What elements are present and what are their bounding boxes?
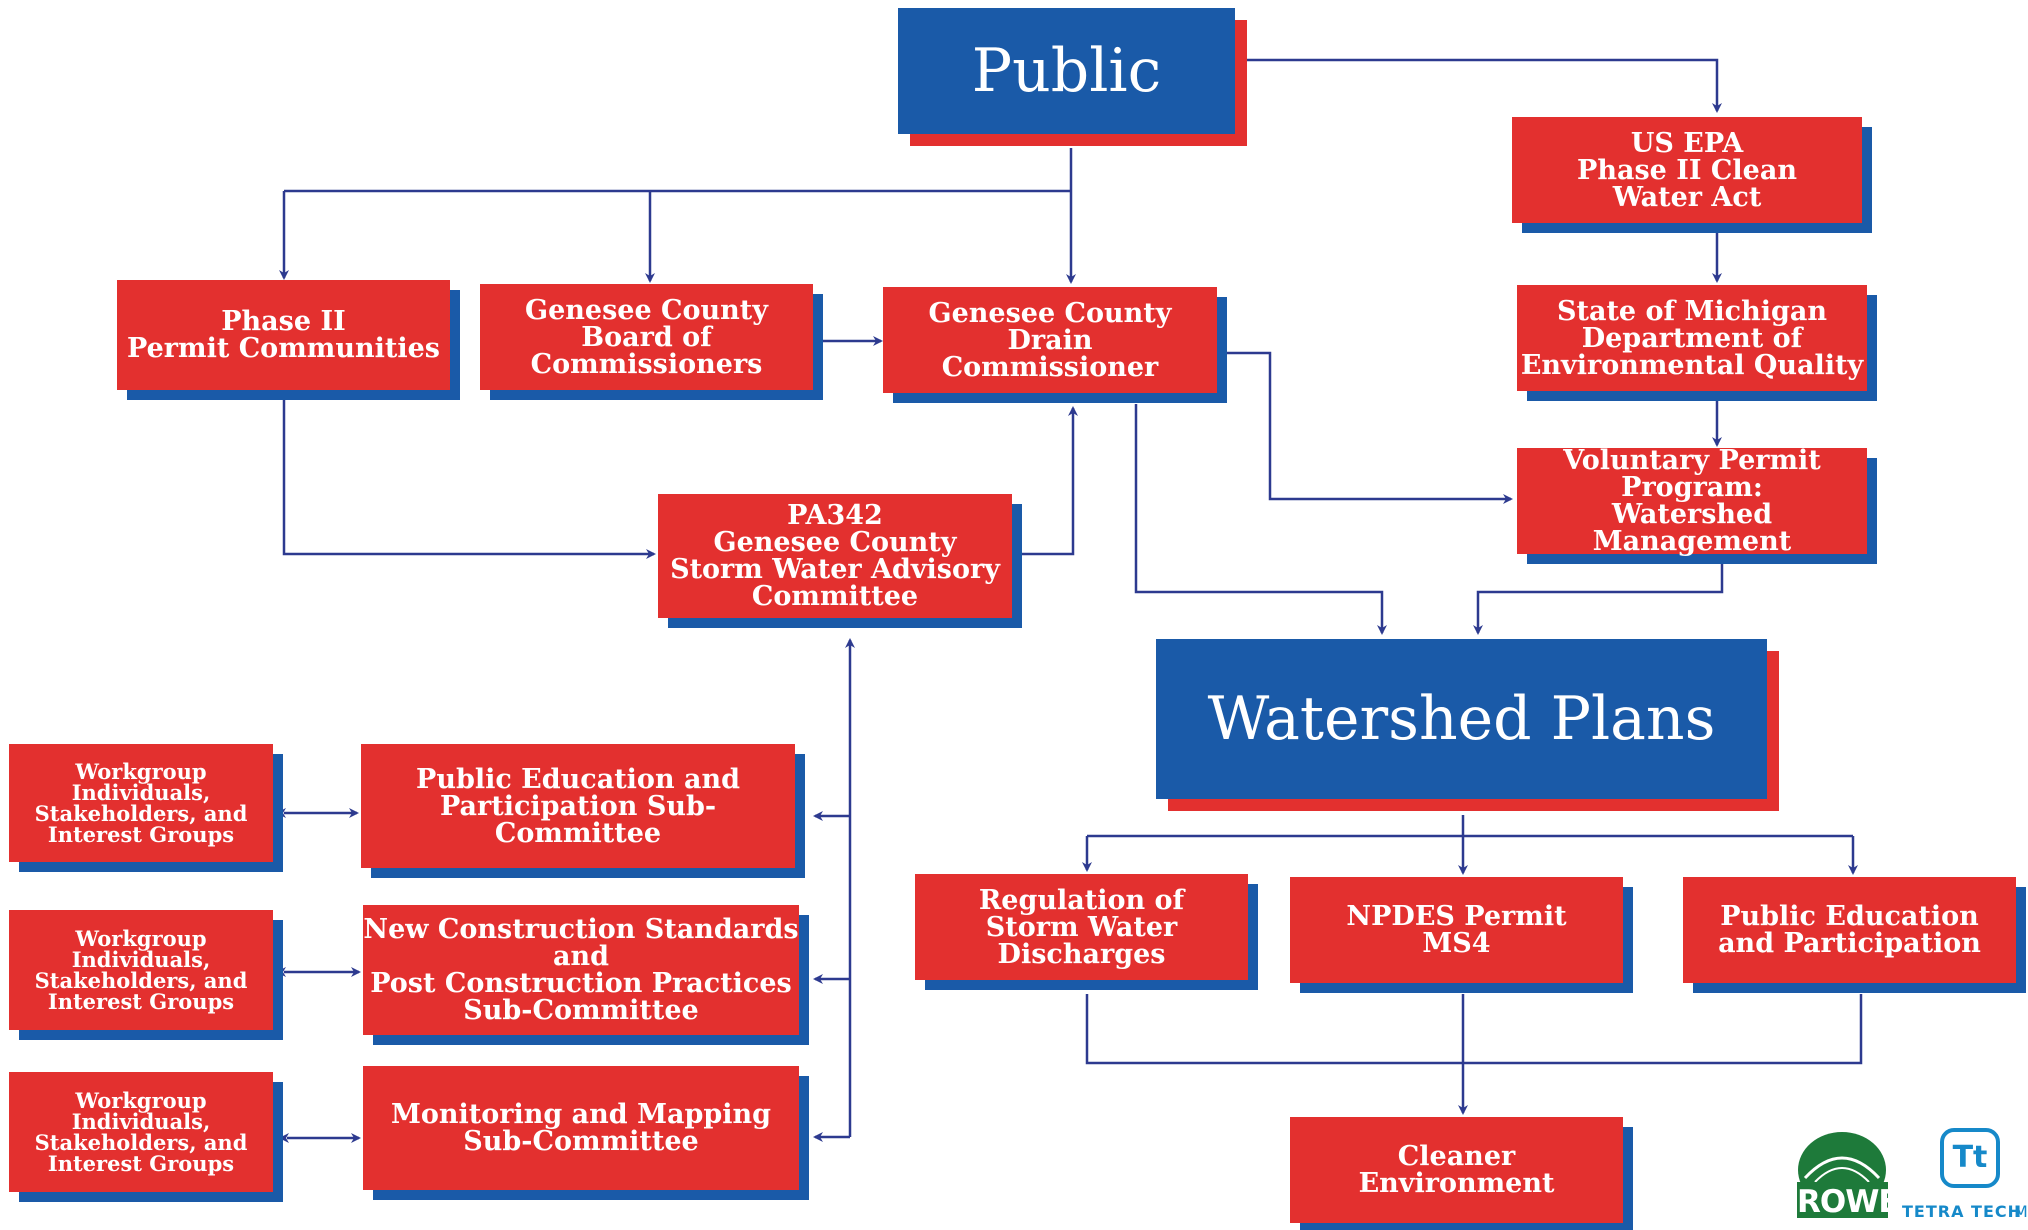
michigan-deq-box: State of Michigan Department of Environm… — [1517, 285, 1867, 391]
phase-ii-permit-communities-box: Phase II Permit Communities — [117, 280, 450, 390]
workgroup-box-2: Workgroup Individuals, Stakeholders, and… — [9, 910, 273, 1030]
drain-commissioner-box: Genesee County Drain Commissioner — [883, 287, 1217, 393]
watershed-plans-box: Watershed Plans — [1156, 639, 1767, 799]
public-box: Public — [898, 8, 1235, 134]
regulation-storm-water-box: Regulation of Storm Water Discharges — [915, 874, 1248, 980]
tetratech-logo: Tt TETRA TECH M — [1898, 1126, 2028, 1226]
tetratech-logo-text: TETRA TECH — [1902, 1202, 2023, 1221]
workgroup-box-1: Workgroup Individuals, Stakeholders, and… — [9, 744, 273, 862]
board-of-commissioners-box: Genesee County Board of Commissioners — [480, 284, 813, 390]
npdes-permit-box: NPDES Permit MS4 — [1290, 877, 1623, 983]
public-education-participation-box: Public Education and Participation — [1683, 877, 2016, 983]
rowe-logo: ROWE — [1795, 1130, 1900, 1220]
monitoring-mapping-subcommittee-box: Monitoring and Mapping Sub-Committee — [363, 1066, 799, 1190]
us-epa-box: US EPA Phase II Clean Water Act — [1512, 117, 1862, 223]
tetratech-trailing-text: M — [2014, 1202, 2028, 1221]
construction-subcommittee-box: New Construction Standards and Post Cons… — [363, 905, 799, 1035]
cleaner-environment-box: Cleaner Environment — [1290, 1117, 1623, 1223]
workgroup-box-3: Workgroup Individuals, Stakeholders, and… — [9, 1072, 273, 1192]
tetratech-mark-icon: Tt — [1940, 1128, 2000, 1188]
voluntary-permit-program-box: Voluntary Permit Program: Watershed Mana… — [1517, 447, 1867, 555]
public-education-subcommittee-box: Public Education and Participation Sub-C… — [361, 744, 795, 868]
tetratech-mark-text: Tt — [1952, 1140, 1988, 1175]
pa342-committee-box: PA342 Genesee County Storm Water Advisor… — [658, 494, 1012, 618]
rowe-logo-text: ROWE — [1797, 1184, 1900, 1220]
rowe-emblem-icon — [1797, 1132, 1888, 1218]
